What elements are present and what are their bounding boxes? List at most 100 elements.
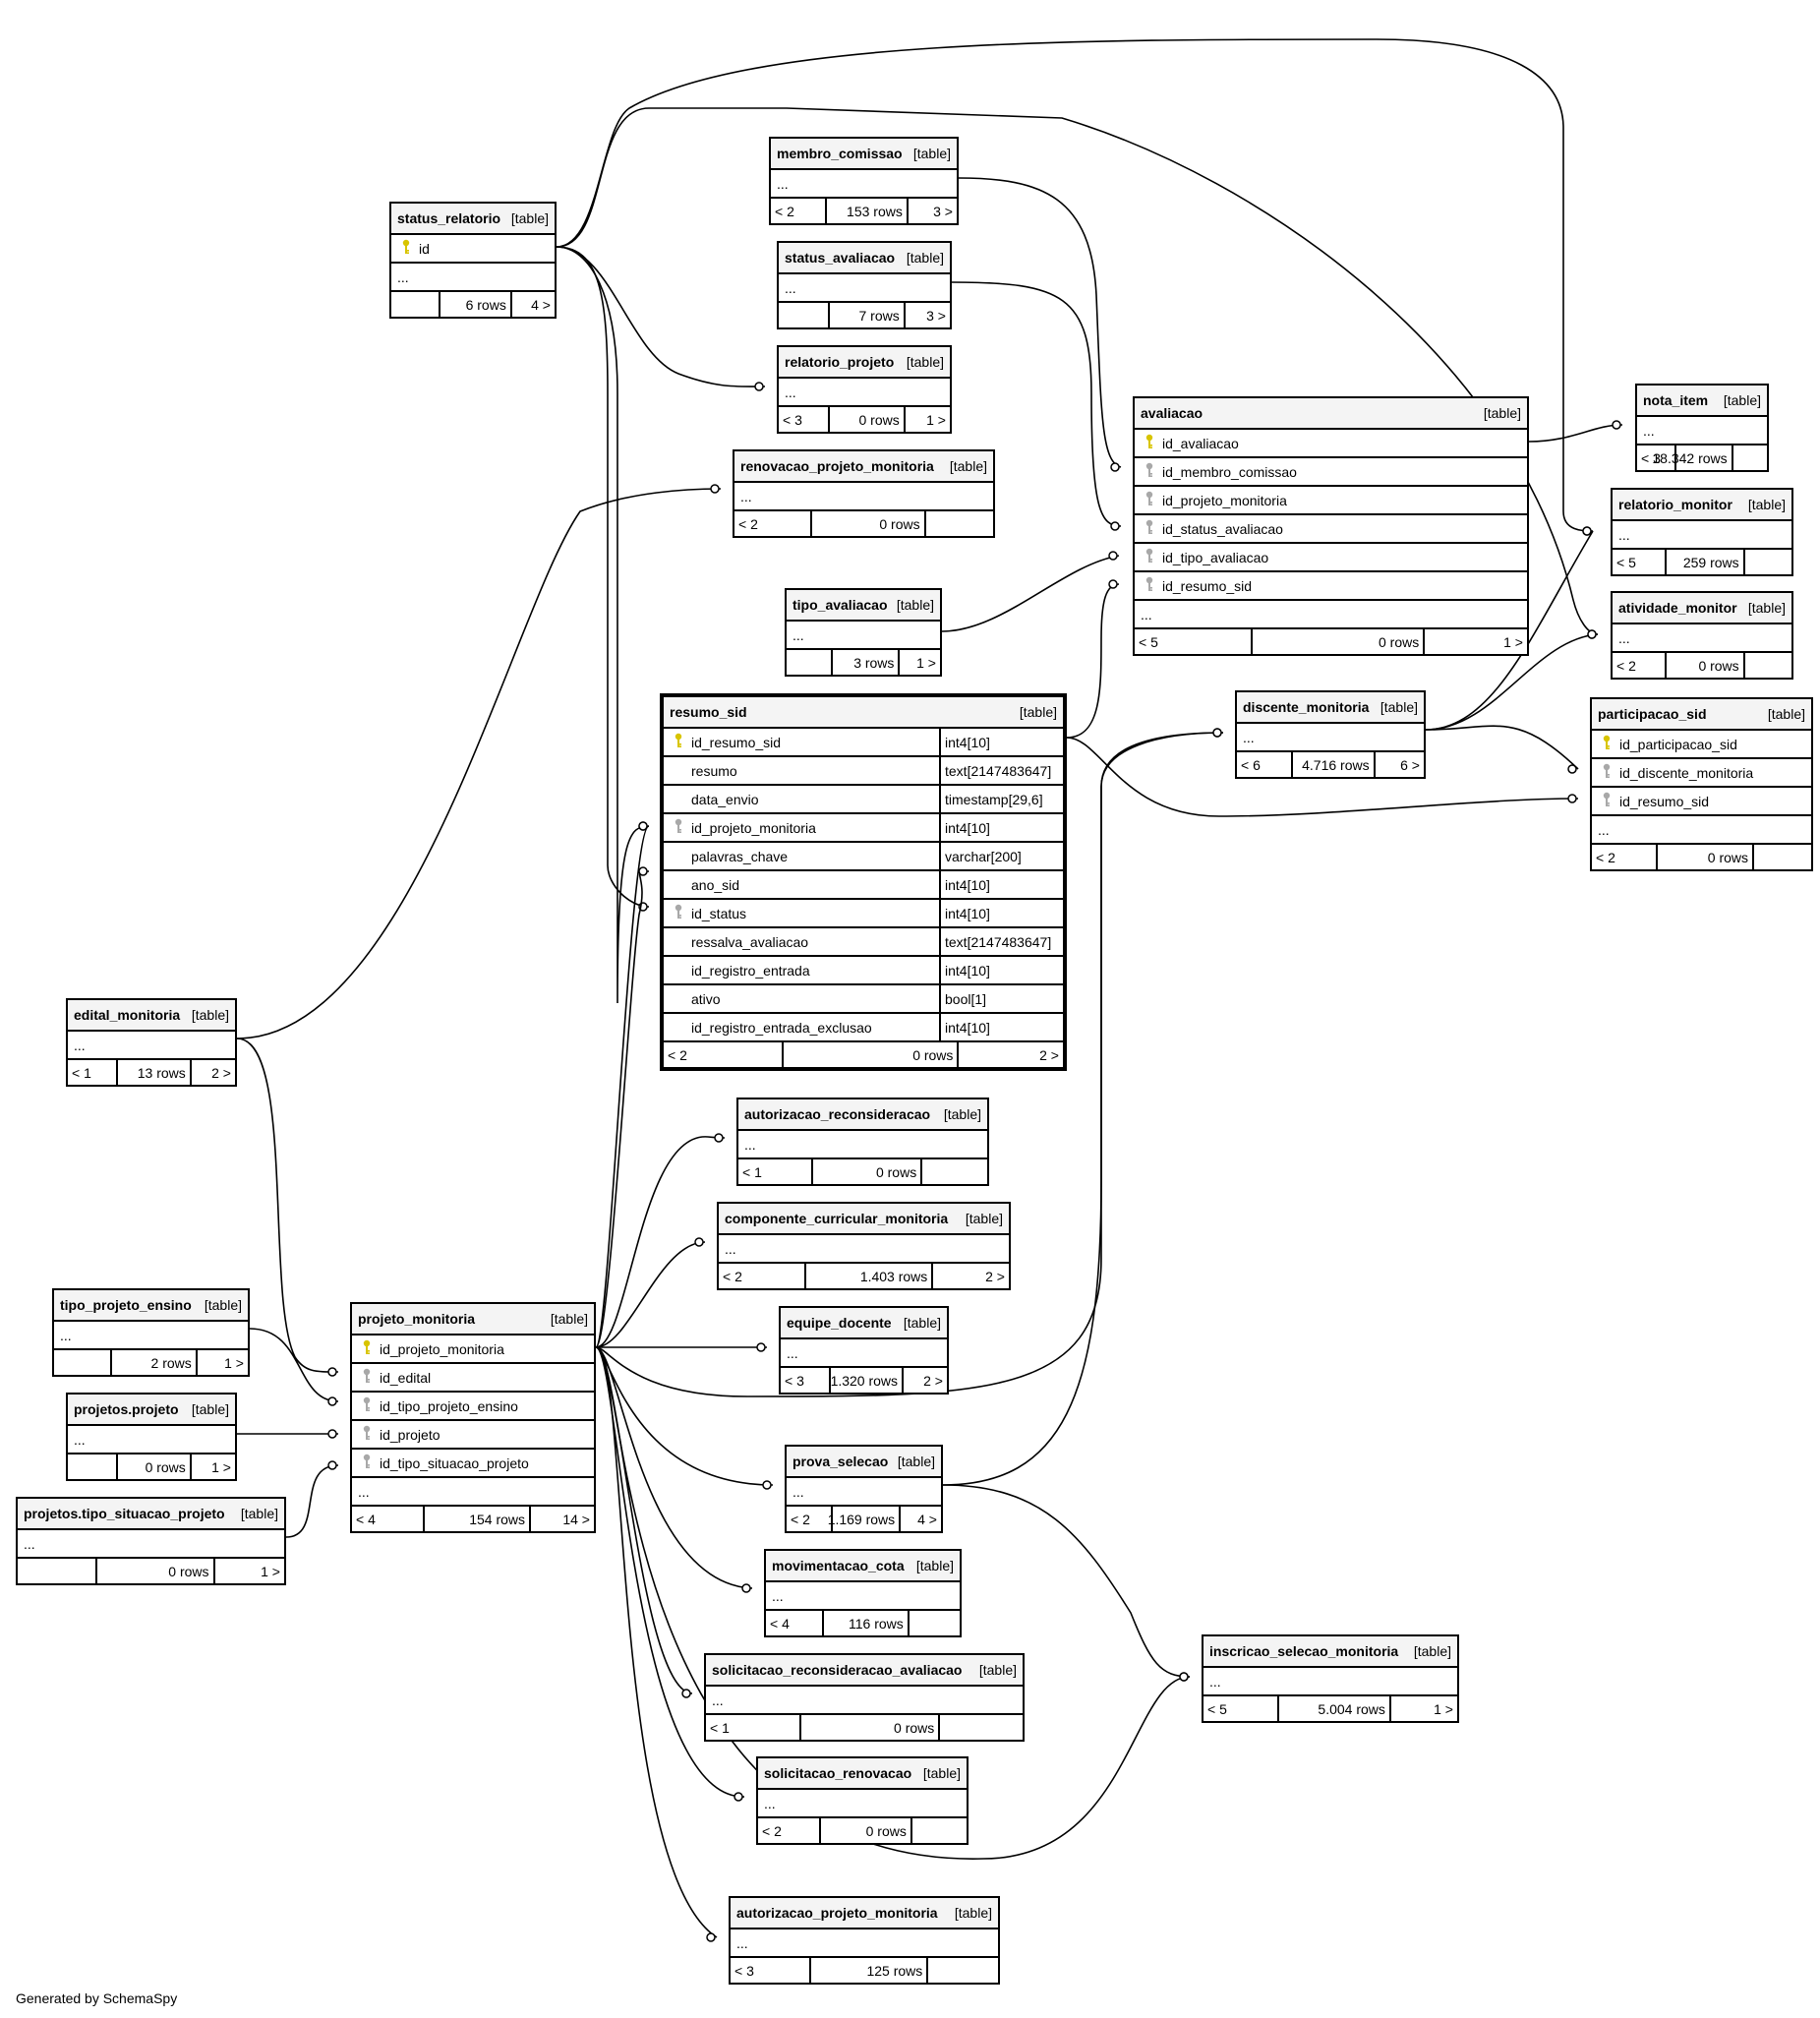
children-link[interactable]: 4 > (917, 1511, 937, 1527)
column-row[interactable]: id_tipo_situacao_projeto (352, 1450, 594, 1478)
table-name[interactable]: edital_monitoria (74, 1007, 181, 1023)
table-name[interactable]: membro_comissao (777, 146, 903, 161)
table-name[interactable]: projeto_monitoria (358, 1311, 476, 1327)
children-link[interactable]: 3 > (933, 203, 953, 219)
column-row[interactable]: id_edital (352, 1364, 594, 1393)
column-row[interactable]: id_discente_monitoria (1592, 759, 1811, 788)
parents-link[interactable] (54, 1350, 113, 1375)
column-row[interactable]: ... (731, 1929, 998, 1958)
children-link[interactable] (926, 511, 993, 536)
column-row[interactable]: ... (758, 1790, 967, 1818)
children-link[interactable] (1754, 845, 1811, 869)
table-name[interactable]: participacao_sid (1598, 706, 1707, 722)
table-name[interactable]: solicitacao_reconsideracao_avaliacao (712, 1662, 963, 1678)
column-row[interactable]: id_resumo_sid (1592, 788, 1811, 816)
column-row[interactable]: id_projeto (352, 1421, 594, 1450)
parents-link[interactable]: < 1 (738, 1159, 813, 1184)
parents-link[interactable]: < 4 (766, 1611, 825, 1635)
column-row[interactable]: ... (1637, 417, 1767, 445)
children-link[interactable]: 4 > (531, 296, 551, 313)
table-autorizacao-projeto-monitoria[interactable]: autorizacao_projeto_monitoria[table]...<… (729, 1896, 1000, 1985)
column-row[interactable]: id_membro_comissao (1135, 458, 1527, 487)
table-name[interactable]: discente_monitoria (1243, 699, 1370, 715)
parents-link[interactable] (787, 650, 833, 675)
table-inscricao-selecao-monitoria[interactable]: inscricao_selecao_monitoria[table]...< 5… (1202, 1634, 1459, 1723)
table-name[interactable]: inscricao_selecao_monitoria (1209, 1643, 1399, 1659)
children-link[interactable]: 2 > (923, 1372, 943, 1389)
column-row[interactable]: ... (54, 1322, 248, 1350)
table-name[interactable]: tipo_projeto_ensino (60, 1297, 192, 1313)
column-row[interactable]: ... (68, 1426, 235, 1454)
column-row[interactable]: ... (706, 1687, 1023, 1715)
table-projeto-monitoria[interactable]: projeto_monitoria[table]id_projeto_monit… (350, 1302, 596, 1533)
children-link[interactable] (928, 1958, 998, 1983)
table-name[interactable]: equipe_docente (787, 1315, 892, 1331)
parents-link[interactable] (391, 292, 440, 317)
parents-link[interactable]: < 4 (352, 1507, 425, 1531)
parents-link[interactable] (68, 1454, 118, 1479)
parents-link[interactable]: < 3 (781, 1368, 831, 1393)
column-row[interactable]: id_projeto_monitoria (1135, 487, 1527, 515)
parents-link[interactable]: < 1 (68, 1060, 118, 1085)
children-link[interactable]: 14 > (562, 1511, 590, 1527)
table-name[interactable]: relatorio_projeto (785, 354, 895, 370)
parents-link[interactable]: < 2 (719, 1264, 806, 1288)
column-row[interactable]: ... (734, 483, 993, 511)
children-link[interactable]: 1 > (916, 654, 936, 671)
column-row[interactable]: ... (1237, 724, 1424, 752)
table-name[interactable]: movimentacao_cota (772, 1558, 905, 1573)
parents-link[interactable]: < 2 (1592, 845, 1658, 869)
column-row[interactable]: ... (68, 1032, 235, 1060)
children-link[interactable] (1745, 550, 1791, 574)
table-name[interactable]: avaliacao (1141, 405, 1204, 421)
column-row[interactable]: ... (787, 1478, 941, 1507)
table-componente-curricular-monitoria[interactable]: componente_curricular_monitoria[table]..… (717, 1202, 1011, 1290)
children-link[interactable]: 2 > (211, 1064, 231, 1081)
parents-link[interactable]: < 3 (779, 407, 831, 432)
table-name[interactable]: status_avaliacao (785, 250, 896, 266)
parents-link[interactable]: < 6 (1237, 752, 1293, 777)
children-link[interactable] (922, 1159, 987, 1184)
column-row[interactable]: ... (1613, 521, 1791, 550)
column-row[interactable]: id_status_avaliacao (1135, 515, 1527, 544)
parents-link[interactable]: < 3 (1637, 445, 1676, 470)
table-name[interactable]: renovacao_projeto_monitoria (740, 458, 934, 474)
parents-link[interactable]: < 5 (1204, 1696, 1280, 1721)
table-name[interactable]: autorizacao_reconsideracao (744, 1106, 931, 1122)
column-row[interactable]: id_resumo_sid (1135, 572, 1527, 601)
table-solicitacao-reconsideracao-avaliacao[interactable]: solicitacao_reconsideracao_avaliacao[tab… (704, 1653, 1025, 1742)
children-link[interactable] (1745, 653, 1791, 678)
children-link[interactable] (912, 1818, 967, 1843)
column-row[interactable]: ... (1592, 816, 1811, 845)
column-row[interactable]: ... (391, 264, 555, 292)
children-link[interactable]: 2 > (1039, 1046, 1059, 1063)
parents-link[interactable]: < 5 (1135, 629, 1253, 654)
column-row[interactable]: id_tipo_avaliacao (1135, 544, 1527, 572)
children-link[interactable]: 1 > (1503, 633, 1523, 650)
children-link[interactable]: 1 > (211, 1458, 231, 1475)
parents-link[interactable] (779, 303, 831, 327)
column-row[interactable]: ... (719, 1235, 1009, 1264)
parents-link[interactable]: < 5 (1613, 550, 1667, 574)
children-link[interactable] (1733, 445, 1767, 470)
